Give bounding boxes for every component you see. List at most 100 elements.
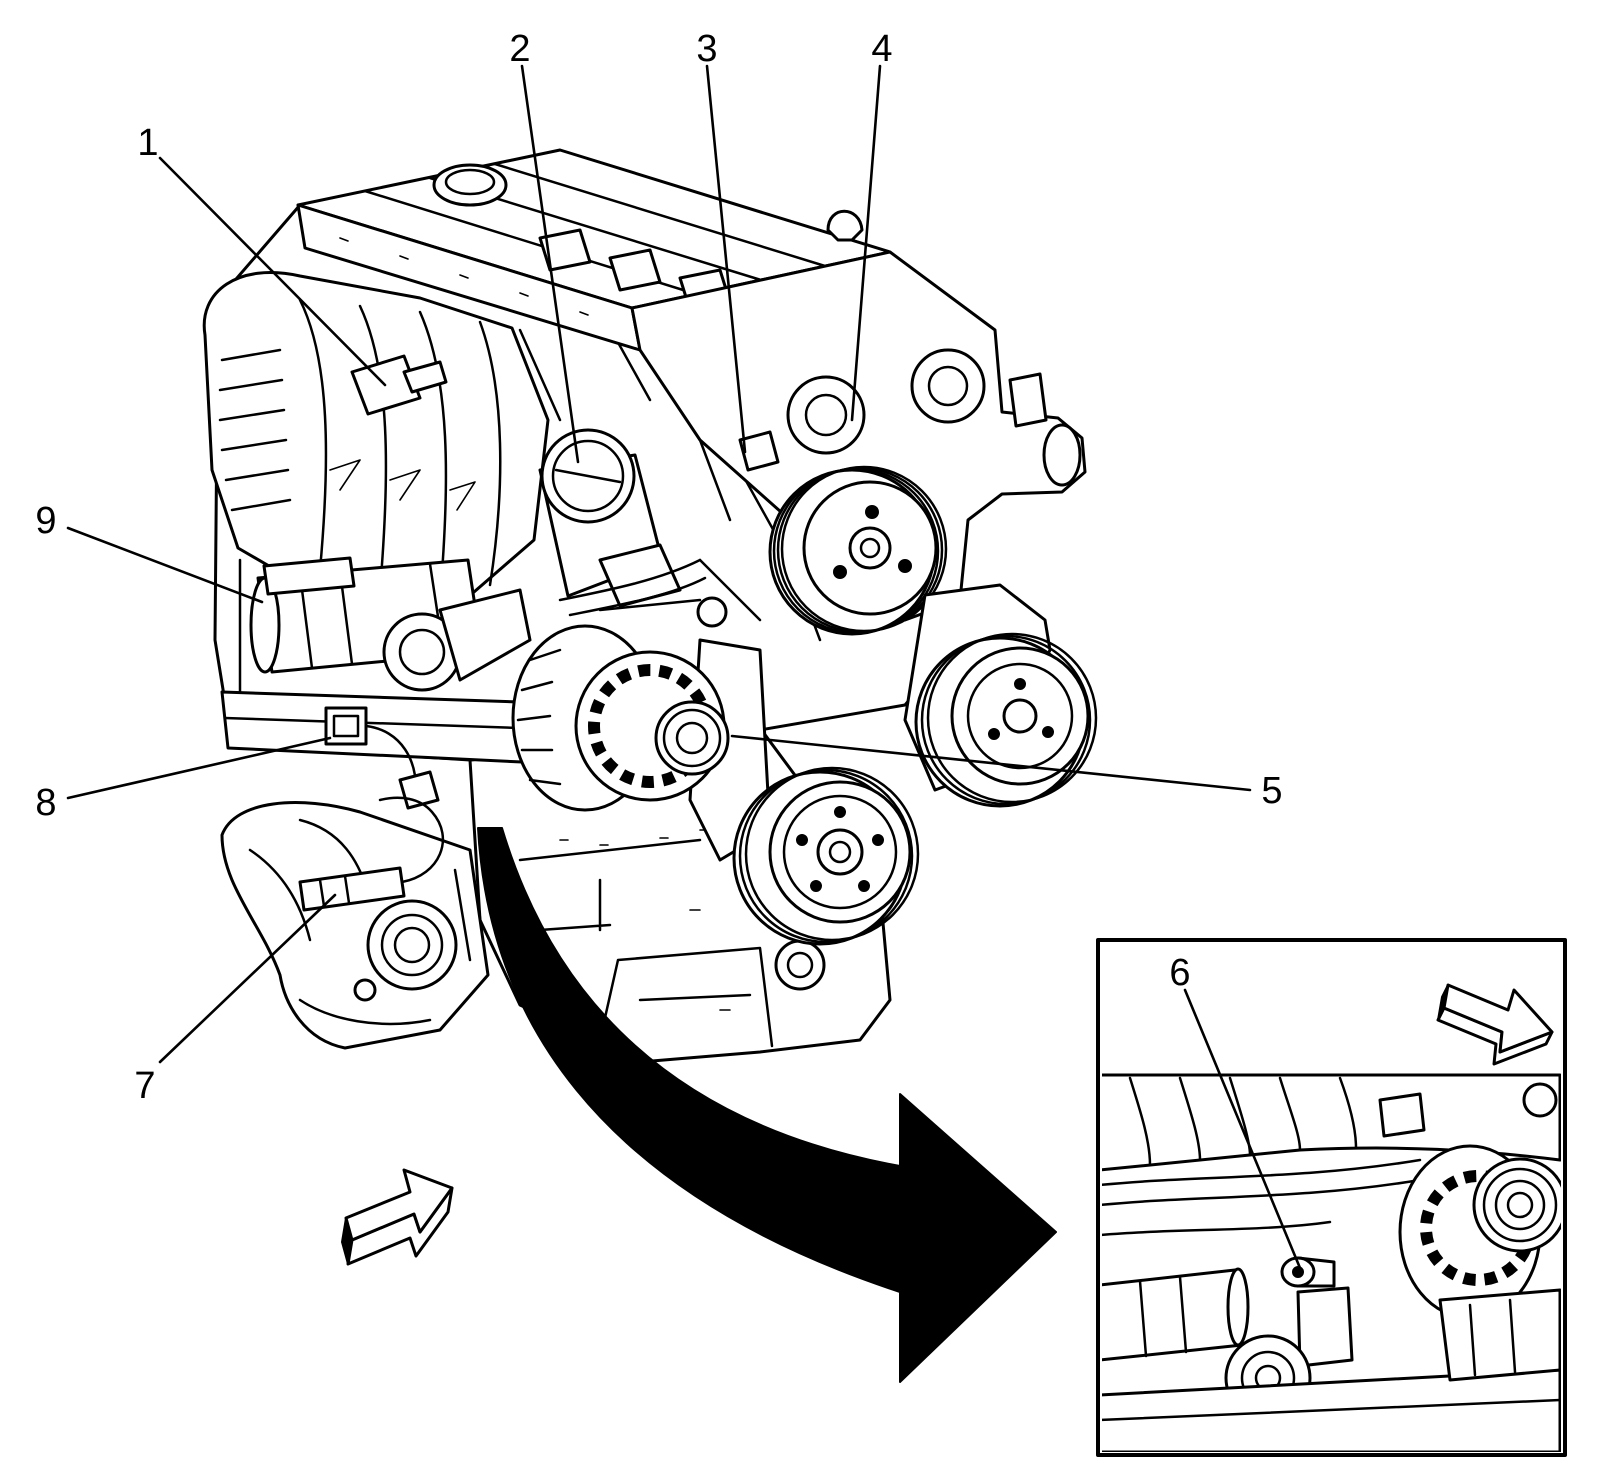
flange-stud <box>353 978 377 1002</box>
crank-pulley-hub <box>816 828 864 876</box>
leader-4 <box>850 64 882 422</box>
leader-8 <box>66 736 332 800</box>
callout-1: 1 <box>137 122 158 164</box>
inset-hoses <box>1102 1158 1422 1237</box>
callout-4: 4 <box>871 28 892 70</box>
inset-view-arrow-face <box>1442 983 1554 1054</box>
callout-3: 3 <box>696 28 717 70</box>
leader-5 <box>730 734 1252 792</box>
inset-starter-end <box>1226 1267 1250 1347</box>
engine-mount-boss-inner <box>398 628 446 676</box>
exhaust-manifold <box>220 801 490 1050</box>
alternator-pulley-groove <box>662 708 722 768</box>
callout-2: 2 <box>509 28 530 70</box>
cam-position-sensor <box>738 430 780 472</box>
inset-alternator-pulley-groove <box>1482 1167 1558 1243</box>
inset-alternator-pulley-ring <box>1494 1179 1546 1231</box>
intake-plenum-fins <box>218 348 292 512</box>
inset-starter-housing <box>1102 1268 1244 1362</box>
mount-bracket <box>438 588 532 682</box>
callout-6: 6 <box>1169 952 1190 994</box>
component-6-sensor-center <box>1292 1266 1304 1278</box>
crank-pulley-bore <box>828 840 852 864</box>
water-pump-bolt <box>865 505 879 519</box>
starter-solenoid <box>262 556 356 596</box>
callout-labels: 1 2 3 4 5 6 7 8 9 <box>35 28 1282 1107</box>
water-pump-bolt <box>898 559 912 573</box>
ac-clutch-rivet <box>1042 726 1054 738</box>
ignition-coil-b <box>608 248 662 292</box>
leader-1 <box>158 156 387 387</box>
detail-inset <box>1096 938 1567 1457</box>
harness-loom <box>558 558 707 617</box>
crank-pulley-ring <box>782 794 898 910</box>
ac-clutch-rivet <box>1014 678 1026 690</box>
water-pump-pulley-bore <box>859 537 881 559</box>
crankshaft-pulley <box>732 766 920 946</box>
sensor-7-bands <box>318 874 351 908</box>
inset-intake-manifold <box>1102 1073 1561 1172</box>
block-boss-hole <box>786 951 814 979</box>
detail-inset-drawing <box>1102 1073 1561 1452</box>
crank-pulley-bolt <box>834 806 846 818</box>
water-pump-pulley <box>768 465 948 636</box>
crank-pulley-bolt <box>796 834 808 846</box>
leader-3 <box>705 64 747 454</box>
coolant-outlet <box>1042 423 1082 487</box>
inset-mount-bracket <box>1296 1286 1354 1368</box>
throttle-actuator <box>598 543 682 608</box>
inset-alternator-pulley-hub <box>1506 1191 1534 1219</box>
intake-runners <box>298 298 502 600</box>
ac-pulley-groove-1 <box>920 634 1092 806</box>
inset-right-housing <box>1438 1288 1561 1382</box>
water-pump-pulley-groove-3 <box>780 465 948 633</box>
callout-7: 7 <box>134 1065 155 1107</box>
ac-compressor <box>903 583 1098 808</box>
crank-pulley-bolt <box>872 834 884 846</box>
callout-8: 8 <box>35 782 56 824</box>
throttle-bore-inner <box>551 439 625 513</box>
intake-cam-cap <box>786 375 866 455</box>
view-direction-arrow-icon <box>341 1168 454 1266</box>
ac-clutch-rivet <box>988 728 1000 740</box>
cam-cover-bolt-row <box>339 237 589 316</box>
heat-shield-contours <box>248 818 472 1026</box>
sensor-7-wire <box>378 796 444 884</box>
alternator-fins <box>516 648 562 786</box>
crank-pulley-groove-2 <box>744 766 920 942</box>
crank-pulley-bolt <box>810 880 822 892</box>
map-sensor-connector <box>402 360 448 394</box>
alternator <box>511 624 730 812</box>
view-arrow-face <box>344 1168 454 1242</box>
crossmember-edge <box>223 716 522 730</box>
exhaust-cam-cap-center <box>927 365 969 407</box>
water-pump-bolt <box>833 565 847 579</box>
thermostat-housing-sensor <box>1008 372 1048 428</box>
component-7-sensor <box>298 796 444 912</box>
converter-flange-bore <box>393 926 431 964</box>
ac-pulley-groove-2 <box>926 632 1098 804</box>
engine-assembly <box>202 148 1098 1064</box>
sensor-7-body <box>298 866 406 912</box>
alternator-pulley <box>654 700 730 776</box>
crank-pulley-bolt <box>858 880 870 892</box>
throttle-body <box>538 428 707 617</box>
intake-cam-cap-center <box>804 393 848 437</box>
ac-clutch-ring <box>966 662 1074 770</box>
component-8-sensor-face <box>332 714 360 738</box>
view-direction-arrow-icon <box>1436 983 1554 1066</box>
timing-cover <box>630 250 1087 622</box>
bracket-bolt <box>696 596 728 628</box>
intake-runner-ribs <box>329 459 476 511</box>
exhaust-cam-cap <box>910 348 986 424</box>
alternator-pulley-hub <box>675 721 709 755</box>
cam-cover <box>296 148 892 352</box>
callout-9: 9 <box>35 500 56 542</box>
lower-block-details <box>518 838 774 1048</box>
callout-5: 5 <box>1261 770 1282 812</box>
ac-clutch-hub <box>1002 698 1038 734</box>
component-8-sensor <box>324 706 368 746</box>
throttle-plate <box>554 468 622 484</box>
leader-9 <box>66 526 264 604</box>
inset-right-housing-ribs <box>1468 1298 1517 1377</box>
